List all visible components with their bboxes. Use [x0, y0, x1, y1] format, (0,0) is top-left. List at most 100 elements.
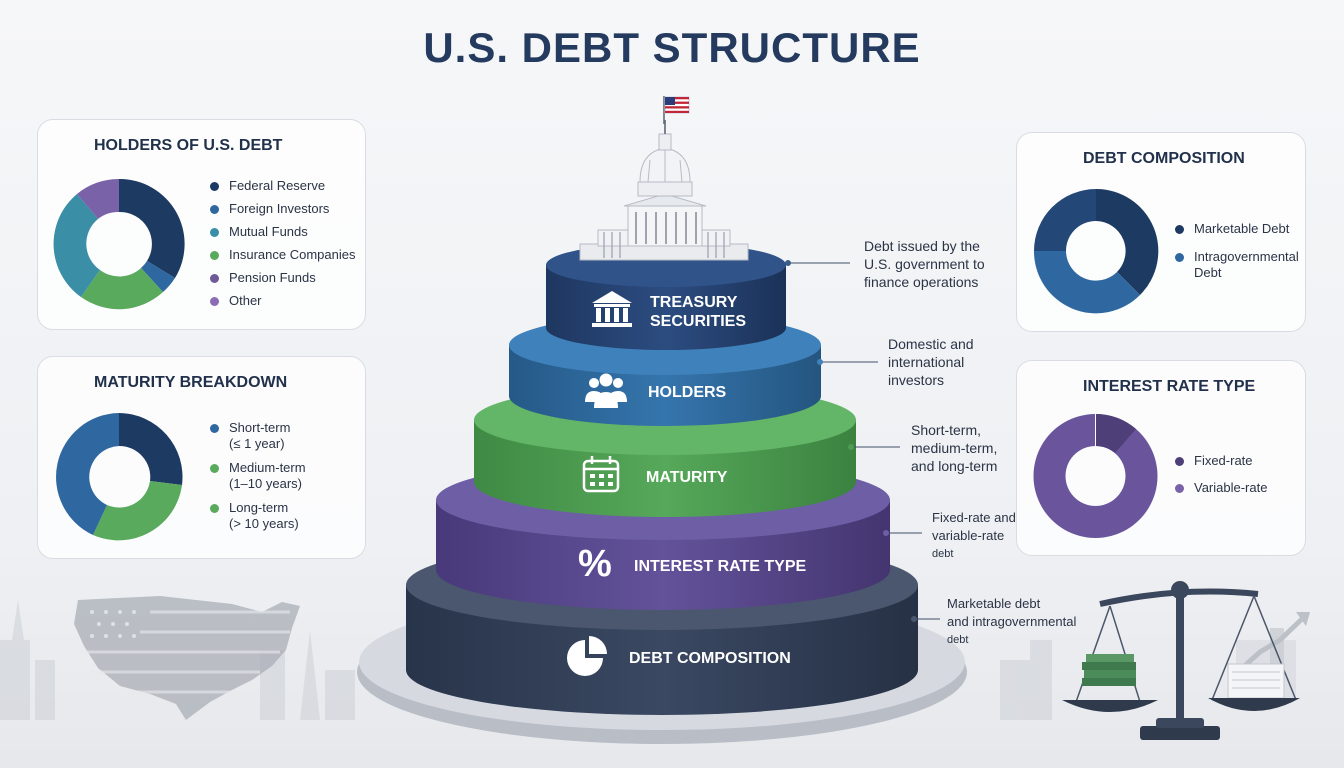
rate-legend: Fixed-rate Variable-rate — [1175, 453, 1267, 507]
tier-label-holders: HOLDERS — [648, 384, 727, 401]
legend-item: Short-term(≤ 1 year) — [210, 420, 306, 460]
page-title: U.S. DEBT STRUCTURE — [423, 24, 921, 71]
rate-card: INTEREST RATE TYPE Fixed-rate Variable-r… — [1016, 360, 1306, 556]
maturity-legend: Short-term(≤ 1 year) Medium-term(1–10 ye… — [210, 420, 306, 540]
tier-label-line1: TREASURY — [650, 294, 738, 311]
holders-slice-mutual-funds — [53, 194, 100, 297]
legend-dot — [210, 504, 219, 513]
holders-card-title: HOLDERS OF U.S. DEBT — [94, 137, 283, 154]
pie-chart-icon — [567, 636, 607, 676]
connector-lines — [785, 260, 940, 622]
legend-item: Mutual Funds — [210, 224, 355, 247]
maturity-card-title: MATURITY BREAKDOWN — [94, 374, 288, 391]
legend-dot — [1175, 225, 1184, 234]
legend-label: Foreign Investors — [229, 201, 330, 216]
composition-donut-chart — [1033, 188, 1159, 314]
capitol-building-icon — [579, 120, 749, 261]
city-skyline — [0, 600, 1052, 720]
legend-label: Intragovernmental — [1194, 249, 1299, 264]
composition-slice-marketable-2 — [1034, 189, 1096, 251]
holders-slice-federal-reserve — [119, 178, 185, 278]
composition-card-title: DEBT COMPOSITION — [1083, 150, 1245, 167]
legend-dot — [210, 424, 219, 433]
us-flag-icon — [663, 96, 690, 124]
us-map-icon — [74, 596, 300, 720]
legend-label: Variable-rate — [1194, 480, 1268, 495]
legend-item: Medium-term(1–10 years) — [210, 460, 306, 500]
tier-label-maturity: MATURITY — [646, 469, 728, 486]
balance-scale-icon — [1062, 581, 1310, 740]
legend-item: Long-term(> 10 years) — [210, 500, 306, 540]
composition-slice-intragov — [1033, 251, 1140, 314]
legend-item: Foreign Investors — [210, 201, 355, 224]
legend-label: Other — [229, 293, 262, 308]
legend-label: Mutual Funds — [229, 224, 308, 239]
holders-slice-insurance — [81, 268, 163, 310]
legend-dot — [210, 297, 219, 306]
holders-legend: Federal Reserve Foreign Investors Mutual… — [210, 178, 355, 316]
legend-dot — [1175, 253, 1184, 262]
calendar-icon — [582, 456, 620, 493]
legend-label: Pension Funds — [229, 270, 316, 285]
legend-item: Other — [210, 293, 355, 316]
legend-sublabel: (> 10 years) — [229, 516, 299, 531]
legend-label: Long-term — [229, 500, 289, 515]
legend-dot — [210, 274, 219, 283]
legend-item: Marketable Debt — [1175, 221, 1299, 249]
people-icon — [585, 373, 627, 408]
legend-sublabel: (≤ 1 year) — [229, 436, 285, 451]
legend-dot — [210, 251, 219, 260]
rate-donut-chart — [1033, 414, 1158, 538]
maturity-card: MATURITY BREAKDOWN Short-term(≤ 1 year) … — [37, 356, 366, 559]
maturity-slice-short — [119, 413, 183, 485]
tier-label-treasury: TREASURY SECURITIES — [650, 293, 746, 331]
legend-label: Federal Reserve — [229, 178, 326, 193]
tier-label-composition: DEBT COMPOSITION — [629, 650, 791, 667]
cash-stack-icon — [1082, 654, 1136, 686]
legend-label: Medium-term — [229, 460, 306, 475]
legend-dot — [210, 182, 219, 191]
legend-label: Fixed-rate — [1194, 453, 1253, 468]
holders-donut-chart — [53, 178, 185, 310]
legend-sublabel: Debt — [1194, 265, 1222, 280]
bank-icon — [592, 291, 632, 327]
legend-item: Fixed-rate — [1175, 453, 1267, 480]
tier-label-line2: SECURITIES — [650, 313, 747, 330]
maturity-donut-chart — [56, 413, 183, 541]
rate-card-title: INTEREST RATE TYPE — [1083, 378, 1256, 395]
legend-label: Short-term — [229, 420, 291, 435]
legend-dot — [1175, 484, 1184, 493]
legend-item: Variable-rate — [1175, 480, 1267, 507]
holders-slice-pension — [77, 178, 119, 219]
percent-icon: % — [578, 543, 612, 585]
annotation-maturity: Short-term,medium-term,and long-term — [911, 422, 998, 474]
legend-dot — [210, 205, 219, 214]
maturity-slice-long — [56, 413, 119, 535]
holders-slice-foreign-investors — [141, 261, 175, 292]
legend-dot — [1175, 457, 1184, 466]
legend-item: Insurance Companies — [210, 247, 355, 270]
legend-item: Pension Funds — [210, 270, 355, 293]
legend-dot — [210, 228, 219, 237]
maturity-slice-medium — [93, 481, 182, 541]
rate-slice-variable — [1096, 414, 1136, 453]
legend-sublabel: (1–10 years) — [229, 476, 302, 491]
legend-label: Insurance Companies — [229, 247, 356, 262]
composition-card: DEBT COMPOSITION Marketable Debt Intrago… — [1016, 132, 1306, 332]
composition-slice-marketable — [1096, 188, 1159, 295]
legend-item: Federal Reserve — [210, 178, 355, 201]
legend-dot — [210, 464, 219, 473]
paper-stack-icon — [1227, 663, 1285, 699]
legend-label: Marketable Debt — [1194, 221, 1290, 236]
tier-label-interest-rate: INTEREST RATE TYPE — [634, 558, 807, 575]
holders-card: HOLDERS OF U.S. DEBT Federal Reserve For… — [37, 119, 366, 330]
rate-slice-fixed — [1033, 414, 1158, 538]
